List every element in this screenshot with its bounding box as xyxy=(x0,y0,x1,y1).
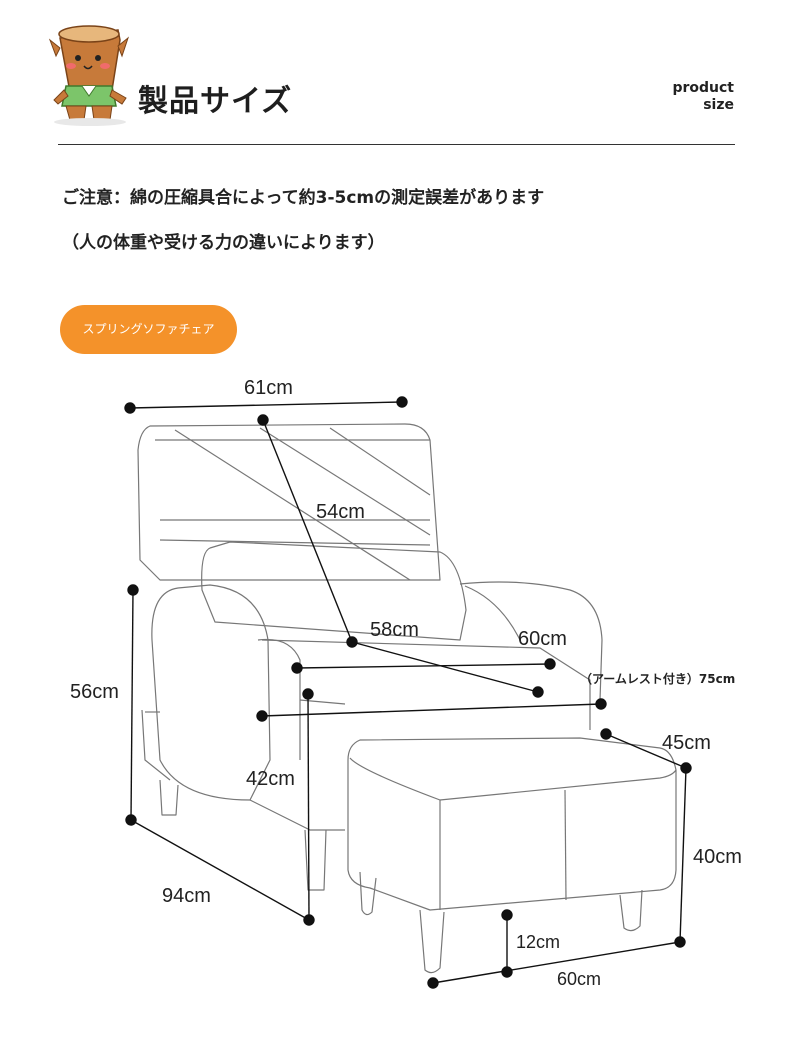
dim-seat-height: 42cm xyxy=(246,768,295,790)
dim-ottoman-width: 60cm xyxy=(557,969,602,989)
english-subtitle-line1: product xyxy=(672,80,734,96)
dim-seat-width: 60cm xyxy=(518,628,567,650)
product-label-pill: スプリングソファチェア xyxy=(60,305,237,354)
dim-armrest-note: （アームレスト付き）75cm xyxy=(580,672,736,686)
note-line-2: （人の体重や受ける力の違いによります） xyxy=(62,233,385,253)
header-divider xyxy=(58,144,735,145)
dim-ottoman-height: 40cm xyxy=(693,846,742,868)
page-title: 製品サイズ xyxy=(138,84,293,119)
note-line-1: ご注意：綿の圧縮具合によって約3-5cmの測定誤差があります xyxy=(62,188,545,208)
dim-top-width: 61cm xyxy=(244,377,293,399)
dim-leg-height: 12cm xyxy=(516,932,561,952)
dim-seat-depth: 58cm xyxy=(370,619,419,641)
dim-height: 56cm xyxy=(70,681,119,703)
dim-back-diagonal: 54cm xyxy=(316,501,365,523)
english-subtitle: product size xyxy=(672,80,734,114)
dim-ottoman-depth: 45cm xyxy=(662,732,711,754)
dim-full-depth: 94cm xyxy=(162,885,211,907)
english-subtitle-line2: size xyxy=(703,97,734,113)
